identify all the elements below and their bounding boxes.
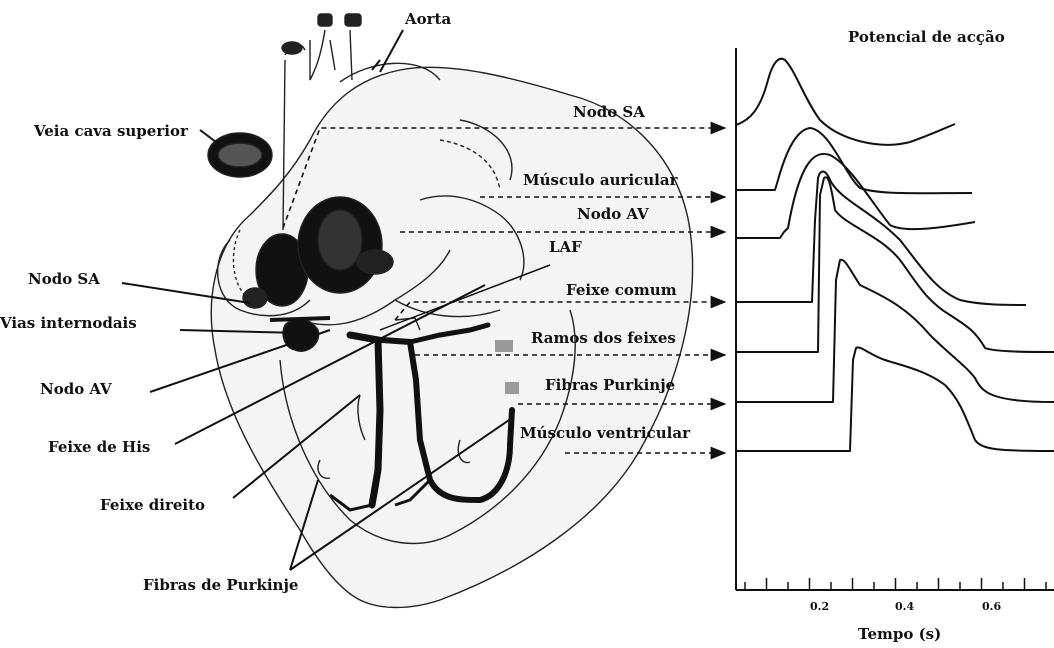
tick-label-2: 0.6: [982, 600, 1001, 613]
label-nodo-av-left: Nodo AV: [40, 382, 112, 397]
label-feixe-comum: Feixe comum: [566, 283, 677, 298]
trace-nodo-sa: [736, 59, 955, 145]
label-aorta: Aorta: [405, 12, 451, 27]
label-nodo-sa-left: Nodo SA: [28, 272, 100, 287]
label-musculo-auricular: Músculo auricular: [523, 173, 678, 188]
chart-xlabel: Tempo (s): [858, 625, 941, 643]
trace-fibras-purkinje: [736, 260, 1054, 402]
label-laf: LAF: [549, 240, 582, 255]
tick-label-1: 0.4: [895, 600, 914, 613]
x-axis-ticks: [745, 578, 1046, 590]
label-veia-cava-superior: Veia cava superior: [34, 124, 188, 139]
label-nodo-av-right: Nodo AV: [577, 207, 649, 222]
tick-label-0: 0.2: [810, 600, 829, 613]
label-fibras-de-purkinje: Fibras de Purkinje: [143, 578, 298, 593]
label-feixe-direito: Feixe direito: [100, 498, 205, 513]
label-ramos-dos-feixes: Ramos dos feixes: [531, 331, 676, 346]
label-vias-internodais: Vias internodais: [0, 316, 137, 331]
chart-title: Potencial de acção: [848, 28, 1005, 46]
action-potential-chart: [736, 48, 1054, 590]
label-feixe-de-his: Feixe de His: [48, 440, 150, 455]
label-nodo-sa-right: Nodo SA: [573, 105, 645, 120]
label-musculo-ventricular: Músculo ventricular: [520, 426, 690, 441]
trace-ramos-feixes: [736, 177, 1054, 352]
label-fibras-purkinje: Fibras Purkinje: [545, 378, 675, 393]
trace-musculo-auricular: [736, 128, 972, 193]
